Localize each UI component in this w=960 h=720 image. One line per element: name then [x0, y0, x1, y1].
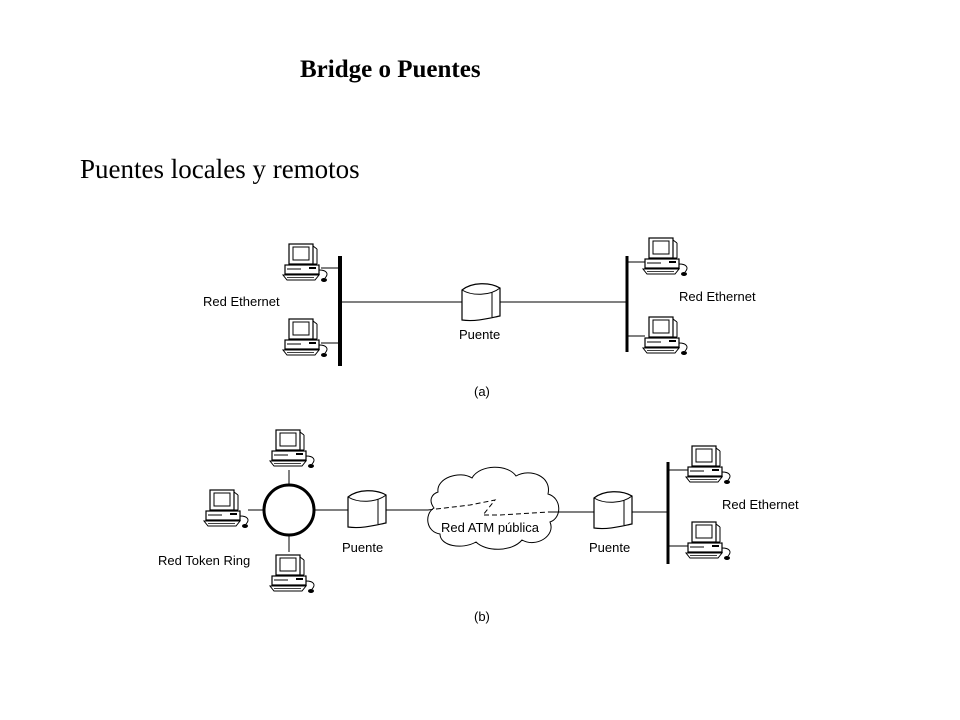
- left-ethernet-label: Red Ethernet: [203, 294, 280, 309]
- right-bridge-label: Puente: [589, 540, 630, 555]
- computer-icon: [269, 554, 315, 594]
- computer-icon: [282, 243, 328, 283]
- right-ethernet-label: Red Ethernet: [679, 289, 756, 304]
- diagram-b: Red Token Ring Puente Red ATM pública Pu…: [158, 429, 799, 624]
- token-ring-label: Red Token Ring: [158, 553, 250, 568]
- diagram-a: Red Ethernet Red Ethernet Puente (a): [203, 237, 756, 399]
- bridge-icon: [461, 283, 501, 322]
- bridge-icon: [347, 490, 387, 529]
- right-ethernet-label-b: Red Ethernet: [722, 497, 799, 512]
- atm-cloud-label: Red ATM pública: [441, 520, 540, 535]
- computer-icon: [203, 489, 249, 529]
- computer-icon: [685, 445, 731, 485]
- bridge-icon: [593, 491, 633, 530]
- page-title: Bridge o Puentes: [300, 56, 481, 83]
- caption-b: (b): [474, 609, 490, 624]
- caption-a: (a): [474, 384, 490, 399]
- computer-icon: [642, 237, 688, 277]
- page-subtitle: Puentes locales y remotos: [80, 154, 360, 184]
- left-bridge-label: Puente: [342, 540, 383, 555]
- computer-icon: [269, 429, 315, 469]
- computer-icon: [282, 318, 328, 358]
- computer-icon: [642, 316, 688, 356]
- bridge-label: Puente: [459, 327, 500, 342]
- computer-icon: [685, 521, 731, 561]
- atm-cloud: [427, 466, 560, 550]
- atm-virtual-link: [427, 499, 549, 516]
- token-ring: [262, 483, 316, 537]
